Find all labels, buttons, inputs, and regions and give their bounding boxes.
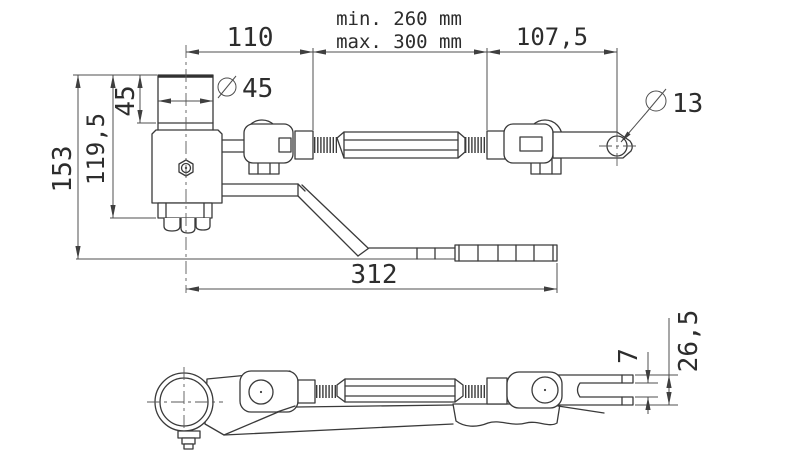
left-lock-nut [294, 130, 314, 160]
dimension-7-label: 7 [614, 348, 644, 364]
dimension-110: 110 [186, 23, 313, 55]
grease-nipple [177, 430, 201, 450]
dimension-26-5-label: 26,5 [674, 310, 704, 373]
foot-claw [163, 218, 211, 234]
right-knuckle [503, 123, 554, 164]
diagonal-arm [297, 183, 370, 257]
dimension-range-min-label: min. 260 mm [336, 8, 462, 30]
dimension-26-5: 26,5 [666, 310, 704, 405]
dimension-312-label: 312 [351, 260, 398, 290]
dimension-45-height-label: 45 [111, 85, 141, 116]
plate-tip-edge [557, 405, 605, 414]
bottom-collar [157, 202, 213, 219]
dimension-dia-13: 13 [620, 88, 703, 143]
plate-lower-edge [223, 423, 454, 436]
horizontal-bar [368, 247, 458, 260]
barrel [336, 131, 466, 159]
diameter-symbol-13 [645, 88, 667, 114]
dimension-110-label: 110 [227, 23, 274, 53]
dimension-range-max-label: max. 300 mm [336, 31, 462, 53]
dimension-45-height: 45 [111, 75, 143, 123]
plan-turnbuckle [297, 377, 508, 405]
right-lock-nut [486, 130, 506, 160]
pivot-boss [239, 370, 299, 413]
tube-cylinder [157, 74, 214, 124]
dimension-312: 312 [186, 260, 557, 292]
dimension-119-5: 119,5 [82, 75, 116, 218]
diameter-symbol [217, 75, 237, 99]
side-view [76, 45, 637, 293]
plan-view [147, 367, 634, 450]
dimension-107-5-label: 107,5 [516, 23, 588, 51]
turnbuckle [294, 130, 506, 160]
dimension-range: min. 260 mm max. 300 mm [313, 8, 487, 55]
dimension-107-5: 107,5 [487, 23, 617, 55]
dimension-dia-13-label: 13 [672, 89, 703, 119]
fork-end [552, 374, 634, 406]
left-knuckle [243, 123, 294, 164]
dimension-119-5-label: 119,5 [82, 113, 110, 185]
dimension-dia-45-label: 45 [242, 74, 273, 104]
plan-grip-sleeve [452, 403, 561, 427]
dimensions: 153 119,5 45 45 [48, 8, 704, 414]
plan-knuckle [506, 371, 563, 409]
dimension-7: 7 [614, 348, 651, 414]
dimension-153: 153 [48, 75, 81, 259]
dimension-dia-45: 45 [158, 74, 273, 104]
grip-sleeve [454, 244, 558, 262]
dimension-153-label: 153 [48, 146, 78, 193]
plate-upper-edge [296, 404, 454, 408]
end-bar [552, 129, 637, 166]
plan-tube [147, 367, 223, 440]
